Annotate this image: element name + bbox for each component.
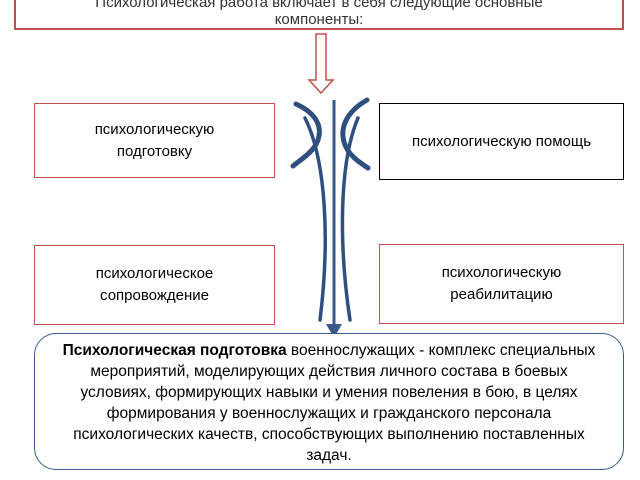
component-help-label: психологическую помощь [411,132,592,150]
right-long-bracket [340,116,360,322]
left-upper-bracket [290,101,322,169]
definition-term: Психологическая подготовка [62,342,287,359]
right-upper-bracket [340,97,371,171]
header-line-2: компоненты: [274,11,364,28]
definition-box: Психологическая подготовка военнослужащи… [34,333,624,470]
hollow-down-arrow [307,33,335,95]
header-line-1: Психологическая работа включает в себя с… [95,0,543,11]
header-box: Психологическая работа включает в себя с… [14,0,624,30]
component-support-label: психологическое сопровождение [95,265,214,304]
component-training-label: психологическую подготовку [94,120,215,160]
central-arrow-head [326,324,342,338]
component-help-box: психологическую помощь [379,103,624,180]
component-rehabilitation-label: психологическую реабилитацию [441,264,562,303]
component-rehabilitation-box: психологическую реабилитацию [379,244,624,324]
component-support-box: психологическое сопровождение [34,245,275,325]
component-training-box: психологическую подготовку [34,103,275,178]
left-long-bracket [303,116,327,322]
definition-text: военнослужащих - комплекс специальных ме… [73,342,596,464]
